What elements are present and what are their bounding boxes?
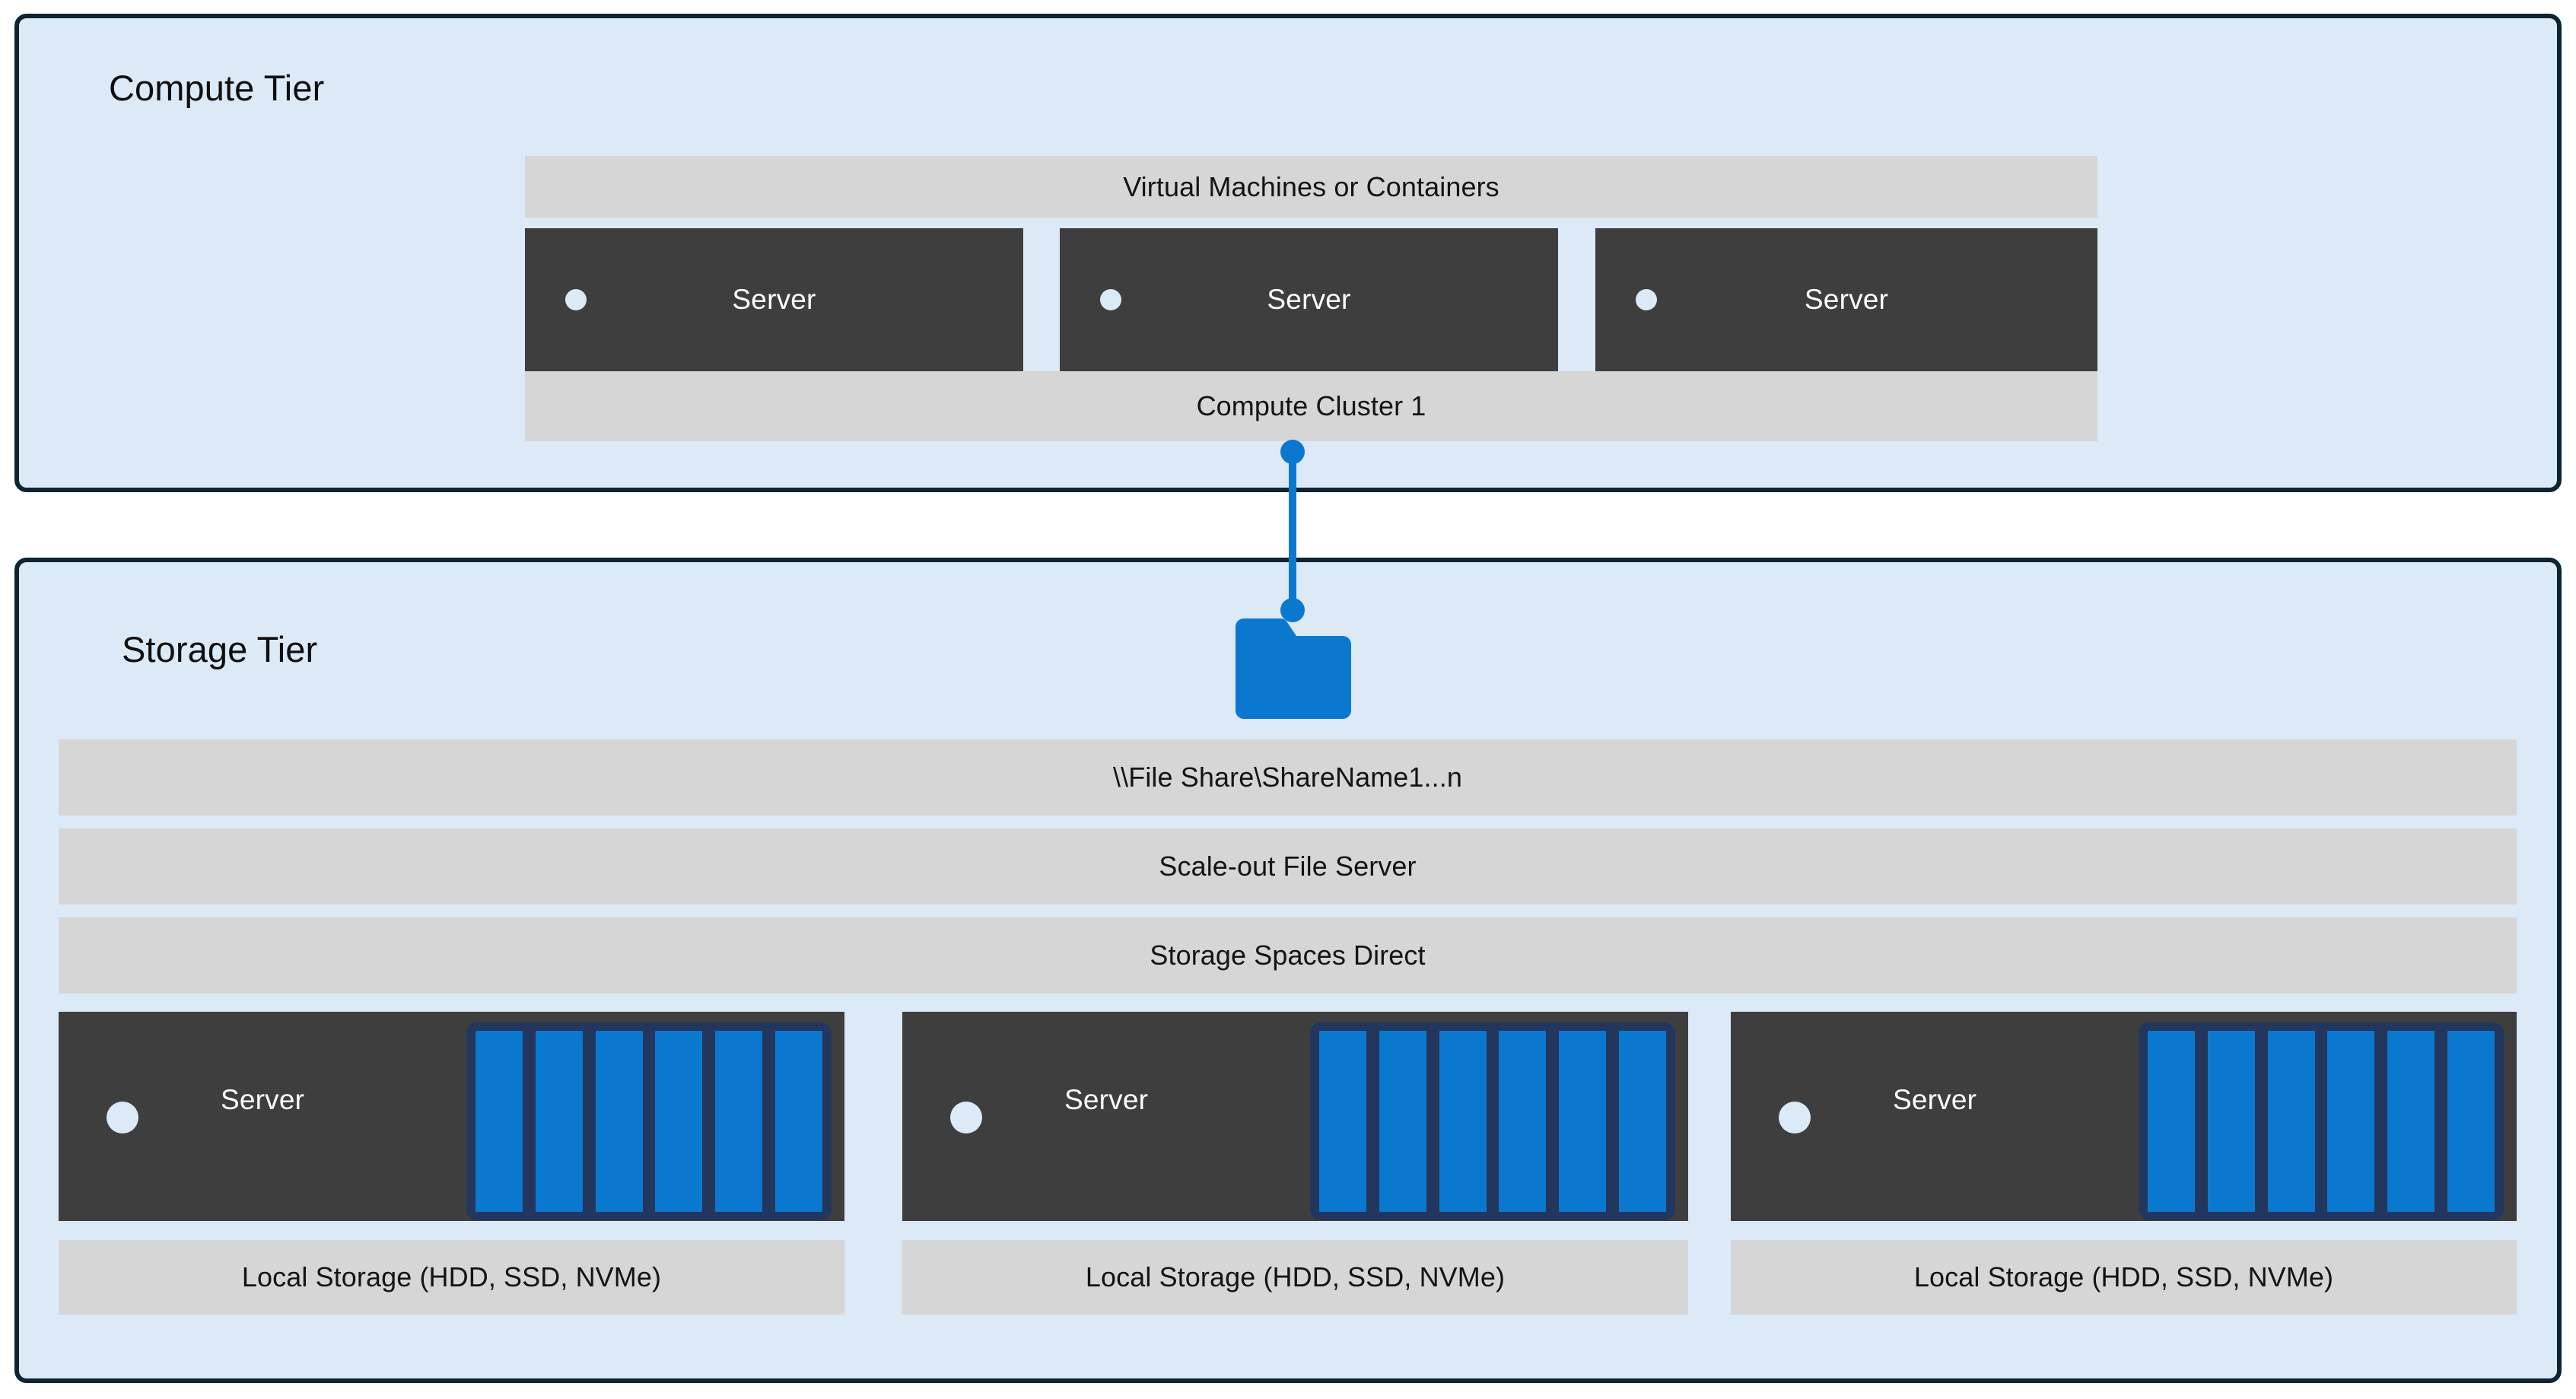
disk-bar	[1499, 1031, 1547, 1212]
disk-bar	[1379, 1031, 1426, 1212]
local-storage-band-3: Local Storage (HDD, SSD, NVMe)	[1731, 1240, 2517, 1315]
disk-bar	[1319, 1031, 1366, 1212]
storage-node-2: Server Local Storage (HDD, SSD, NVMe)	[902, 1012, 1688, 1318]
disk-bar	[535, 1031, 583, 1212]
connector-endpoint-dot-bottom	[1280, 598, 1305, 622]
compute-cluster-band: Compute Cluster 1	[525, 371, 2097, 441]
disk-bar	[2148, 1031, 2195, 1212]
storage-server-3[interactable]: Server	[1731, 1012, 2517, 1221]
status-led-icon	[107, 1102, 138, 1134]
disk-bar	[2447, 1031, 2495, 1212]
disk-bar	[475, 1031, 523, 1212]
compute-server-3[interactable]: Server	[1595, 228, 2097, 371]
storage-server-1[interactable]: Server	[59, 1012, 844, 1221]
storage-node-3: Server Local Storage (HDD, SSD, NVMe)	[1731, 1012, 2517, 1318]
storage-server-1-label: Server	[221, 1084, 305, 1115]
tier-connector	[1280, 440, 1305, 622]
disk-bar	[655, 1031, 703, 1212]
local-storage-band-3-label: Local Storage (HDD, SSD, NVMe)	[1913, 1261, 2334, 1292]
compute-cluster-band-label: Compute Cluster 1	[1196, 390, 1426, 421]
folder-icon	[1236, 618, 1351, 719]
storage-server-2-label: Server	[1064, 1084, 1149, 1115]
disk-bar	[774, 1031, 822, 1212]
disk-bar	[2387, 1031, 2435, 1212]
file-share-band: \\File Share\ShareName1...n	[59, 739, 2517, 816]
status-led-icon	[565, 289, 587, 310]
local-storage-band-2: Local Storage (HDD, SSD, NVMe)	[902, 1240, 1688, 1315]
compute-tier-title: Compute Tier	[109, 68, 325, 108]
virtual-machines-band-label: Virtual Machines or Containers	[1123, 170, 1499, 202]
disk-bar	[2267, 1031, 2315, 1212]
status-led-icon	[1100, 289, 1121, 310]
disk-bar	[715, 1031, 763, 1212]
disk-bar	[2207, 1031, 2255, 1212]
disk-bar	[1559, 1031, 1607, 1212]
scale-out-file-server-band-label: Scale-out File Server	[1159, 851, 1417, 882]
storage-spaces-direct-band-label: Storage Spaces Direct	[1150, 940, 1426, 971]
scale-out-file-server-band: Scale-out File Server	[59, 828, 2517, 905]
storage-server-2[interactable]: Server	[902, 1012, 1688, 1221]
disk-array-3	[2139, 1022, 2504, 1220]
disk-array-2	[1310, 1022, 1675, 1220]
disk-bar	[2327, 1031, 2375, 1212]
compute-server-2-label: Server	[1267, 284, 1351, 315]
compute-server-1-label: Server	[732, 284, 816, 315]
disk-array-1	[466, 1022, 832, 1220]
disk-bar	[1439, 1031, 1487, 1212]
local-storage-band-2-label: Local Storage (HDD, SSD, NVMe)	[1085, 1261, 1506, 1292]
storage-nodes-row: Server Local Storage (HDD, SSD, NVMe) Se…	[59, 1012, 2517, 1318]
storage-spaces-direct-band: Storage Spaces Direct	[59, 917, 2517, 994]
storage-server-3-label: Server	[1893, 1084, 1977, 1115]
compute-servers-row: Server Server Server	[525, 228, 2097, 371]
local-storage-band-1-label: Local Storage (HDD, SSD, NVMe)	[241, 1261, 662, 1292]
storage-tier-title: Storage Tier	[122, 629, 318, 669]
file-share-band-label: \\File Share\ShareName1...n	[1113, 762, 1462, 793]
compute-server-3-label: Server	[1804, 284, 1889, 315]
storage-node-1: Server Local Storage (HDD, SSD, NVMe)	[59, 1012, 844, 1318]
local-storage-band-1: Local Storage (HDD, SSD, NVMe)	[59, 1240, 844, 1315]
status-led-icon	[1779, 1102, 1811, 1134]
status-led-icon	[950, 1102, 982, 1134]
compute-tier-panel: Compute Tier Virtual Machines or Contain…	[14, 14, 2562, 492]
status-led-icon	[1636, 289, 1657, 310]
disk-bar	[1618, 1031, 1666, 1212]
disk-bar	[595, 1031, 643, 1212]
connector-line	[1289, 450, 1296, 612]
virtual-machines-band: Virtual Machines or Containers	[525, 156, 2097, 218]
compute-server-1[interactable]: Server	[525, 228, 1023, 371]
compute-server-2[interactable]: Server	[1060, 228, 1558, 371]
